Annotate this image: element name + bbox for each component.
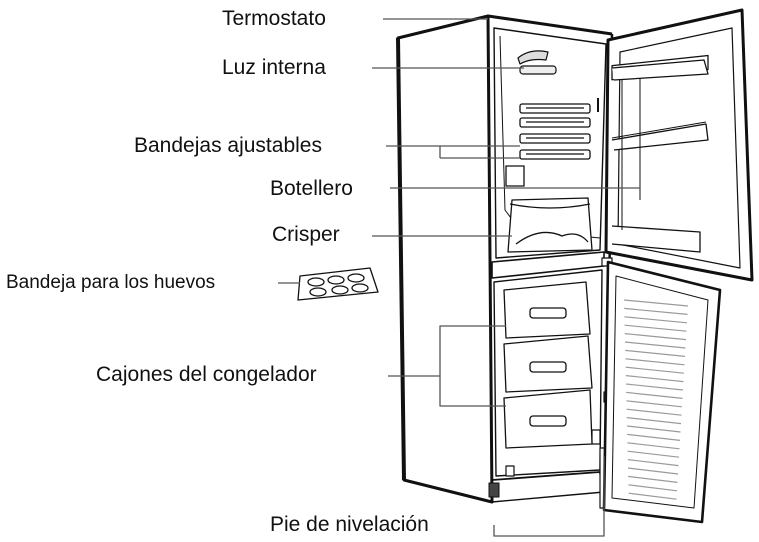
freezer-door-grille-line [627, 442, 680, 450]
internal-light [519, 65, 599, 112]
freezer-door-grille-line [623, 299, 689, 307]
egg-tray [297, 267, 379, 301]
fridge-door [604, 8, 754, 282]
freezer-door-grille-line [627, 433, 681, 441]
thermostat [517, 50, 549, 65]
label-termostato: Termostato [222, 7, 326, 30]
freezer-door-grille-line [624, 307, 688, 315]
freezer-door-grille-line [626, 391, 683, 399]
freezer-door-grille-line [624, 341, 686, 349]
freezer-door [602, 260, 722, 524]
adjustable-shelves [505, 103, 591, 187]
freezer-door-grille-line [626, 425, 681, 433]
freezer-door-grille-line [626, 408, 682, 416]
label-cajones-congelador: Cajones del congelador [96, 363, 317, 386]
freezer-door-grille-line [624, 316, 688, 324]
label-pie-nivelacion: Pie de nivelación [270, 513, 429, 536]
freezer-door-grille-line [627, 450, 680, 458]
label-crisper: Crisper [272, 223, 340, 246]
leader-pie [493, 456, 605, 537]
crisper-drawer [507, 197, 593, 253]
freezer-door-grille-line [626, 400, 683, 408]
freezer-door-grille-line [627, 467, 679, 475]
freezer-door-grille-line [624, 324, 687, 332]
label-bandejas-ajustables: Bandejas ajustables [134, 134, 322, 157]
freezer-door-grille-line [628, 484, 678, 492]
freezer-door-grille-line [625, 375, 684, 383]
freezer-door-grille-line [625, 349, 686, 357]
freezer-door-grille-line [626, 417, 682, 425]
freezer-drawers [503, 281, 593, 449]
freezer-door-grille-line [624, 333, 687, 341]
freezer-door-grille-line [628, 475, 678, 483]
label-luz-interna: Luz interna [222, 56, 326, 79]
freezer-door-grille-line [628, 492, 677, 500]
freezer-door-grille-line [625, 383, 684, 391]
fridge-cabinet [396, 14, 614, 509]
label-bandeja-huevos: Bandeja para los huevos [6, 272, 216, 293]
leader-lines [278, 18, 640, 537]
freezer-door-grille-line [627, 459, 679, 467]
freezer-door-grille-line [625, 358, 685, 366]
label-botellero: Botellero [270, 177, 353, 200]
freezer-door-grille-line [625, 366, 685, 374]
